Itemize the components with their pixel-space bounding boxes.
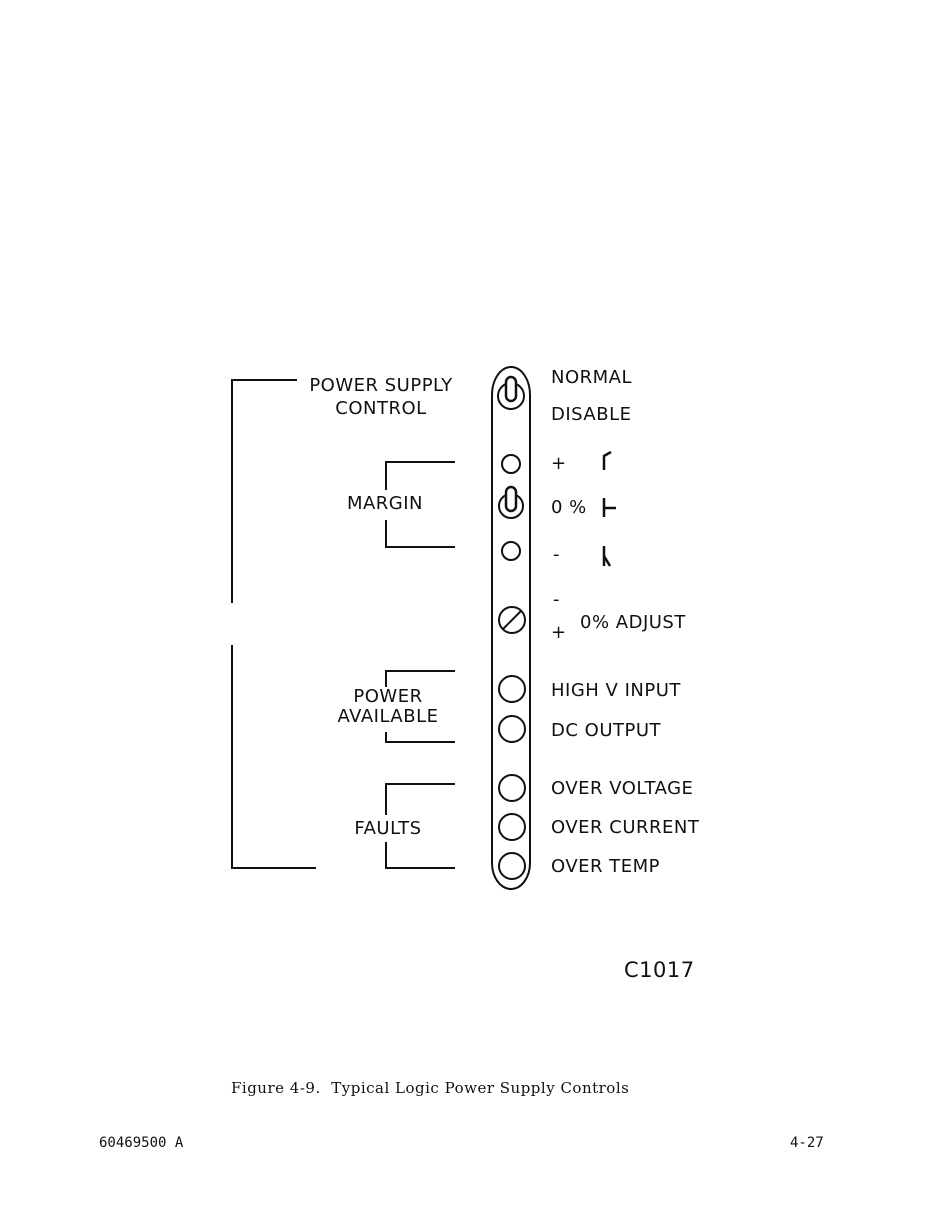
adjust-potentiometer-icon: [499, 607, 525, 633]
adjust-label: 0% ADJUST: [580, 612, 686, 633]
power-available-label: POWER AVAILABLE: [328, 687, 448, 727]
margin-up-position-icon: [604, 452, 611, 470]
document-number: 60469500 A: [99, 1135, 183, 1151]
faults-label: FAULTS: [345, 818, 431, 839]
over-current-label: OVER CURRENT: [551, 817, 699, 838]
high-v-input-lamp-icon: [499, 676, 525, 702]
drawing-id: C1017: [624, 958, 695, 982]
disable-label: DISABLE: [551, 404, 632, 425]
power-supply-control-label: POWER SUPPLY CONTROL: [302, 374, 460, 420]
adjust-minus-label: -: [553, 589, 560, 610]
margin-zero-label: 0 %: [551, 497, 587, 518]
dc-output-lamp-icon: [499, 716, 525, 742]
page-number: 4-27: [790, 1135, 824, 1151]
dc-output-label: DC OUTPUT: [551, 720, 661, 741]
adjust-plus-label: +: [551, 622, 567, 643]
high-v-input-label: HIGH V INPUT: [551, 680, 681, 701]
margin-center-position-icon: [604, 498, 616, 517]
margin-minus-label: -: [553, 544, 560, 565]
over-temp-lamp-icon: [499, 853, 525, 879]
over-voltage-label: OVER VOLTAGE: [551, 778, 693, 799]
outer-bracket-lower: [232, 645, 316, 868]
over-voltage-lamp-icon: [499, 775, 525, 801]
margin-plus-indicator-icon: [502, 455, 520, 473]
margin-plus-label: +: [551, 453, 567, 474]
panel-outline: [492, 367, 530, 889]
power-toggle-switch-icon: [498, 377, 524, 409]
figure-caption: Figure 4-9. Typical Logic Power Supply C…: [231, 1079, 629, 1097]
over-temp-label: OVER TEMP: [551, 856, 660, 877]
margin-toggle-switch-icon: [499, 487, 523, 518]
normal-label: NORMAL: [551, 367, 632, 388]
margin-minus-indicator-icon: [502, 542, 520, 560]
outer-bracket-upper: [232, 380, 297, 603]
margin-label: MARGIN: [340, 493, 430, 514]
margin-down-position-icon: [604, 546, 610, 566]
over-current-lamp-icon: [499, 814, 525, 840]
